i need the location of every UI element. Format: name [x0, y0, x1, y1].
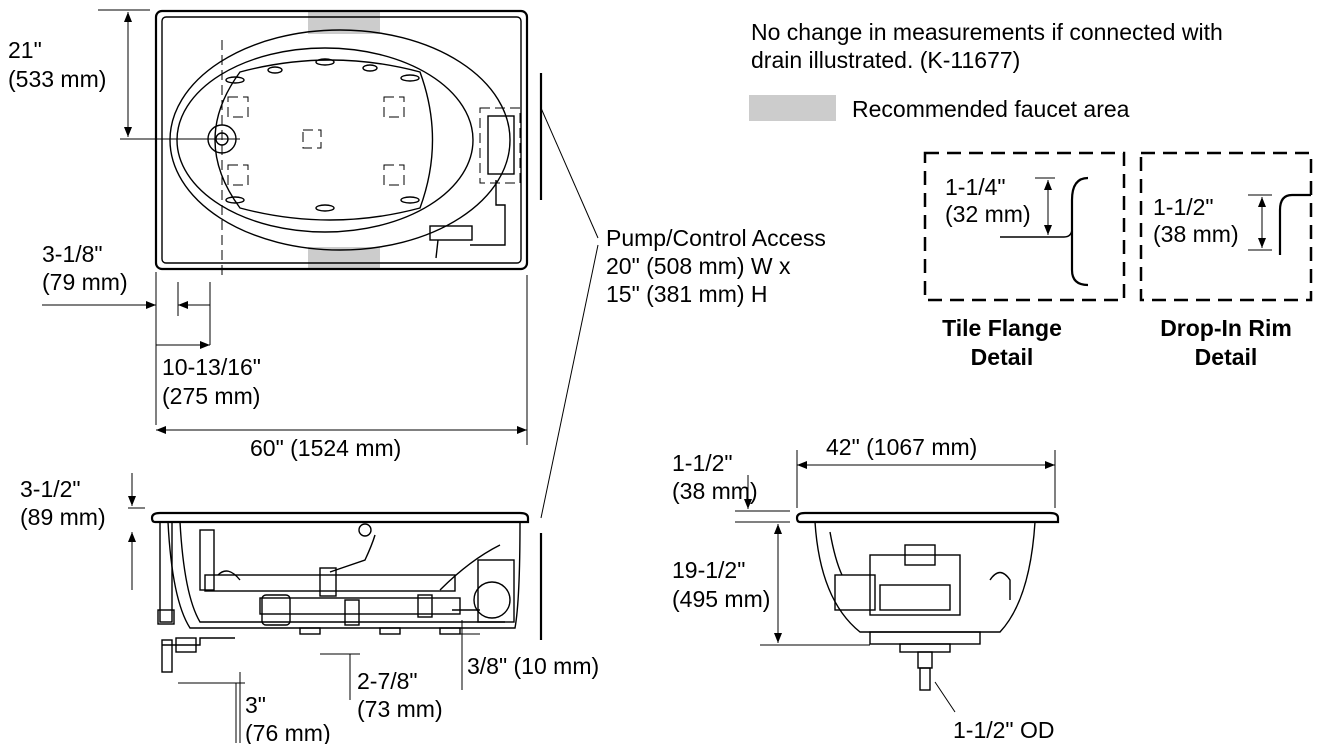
notes: No change in measurements if connected w…: [749, 19, 1223, 122]
side-outlet-in: 2-7/8": [357, 668, 418, 694]
pump-access-callout: Pump/Control Access 20" (508 mm) W x 15"…: [539, 73, 826, 640]
end-view: 42" (1067 mm) 1-1/2" (38 mm) 19-1/2" (49…: [672, 434, 1060, 743]
note-line2: drain illustrated. (K-11677): [751, 47, 1020, 73]
side-view: 3-1/2" (89 mm) 3" (76 mm) 2-7/8" (73 mm)…: [20, 473, 599, 744]
side-rim: [150, 511, 530, 524]
drop-in-rim-detail: 1-1/2" (38 mm) Drop-In Rim Detail: [1139, 151, 1313, 370]
tile-flange-detail: 1-1/4" (32 mm) Tile Flange Detail: [923, 151, 1126, 370]
plan-view: 21" (533 mm) 3-1/8" (79 mm) 10-13/16" (2…: [8, 9, 529, 461]
side-rim-in: 3-1/2": [20, 476, 81, 502]
end-rim-mm: (38 mm): [672, 478, 758, 504]
drain-center-in: 10-13/16": [162, 354, 261, 380]
pump-access-line2: 20" (508 mm) W x: [606, 253, 791, 279]
side-drain-mm: (76 mm): [245, 720, 331, 744]
pump-access-line1: Pump/Control Access: [606, 225, 826, 251]
end-drain-od: 1-1/2" OD: [953, 717, 1054, 743]
drain-offset-mm: (79 mm): [42, 269, 128, 295]
side-rim-mm: (89 mm): [20, 504, 106, 530]
drop-in-dim-mm: (38 mm): [1153, 221, 1239, 247]
drain-offset-in: 3-1/8": [42, 241, 103, 267]
tile-flange-title-1: Tile Flange: [942, 315, 1062, 341]
plan-depth-in: 21": [8, 37, 42, 63]
side-feet: [299, 627, 461, 635]
pump-access-line3: 15" (381 mm) H: [606, 281, 768, 307]
whirlpool-jets: [225, 58, 420, 212]
faucet-area-legend: Recommended faucet area: [852, 96, 1130, 122]
side-outlet-mm: (73 mm): [357, 696, 443, 722]
pump-plan: [429, 107, 521, 259]
side-drain-in: 3": [245, 692, 266, 718]
tub-basin-floor: [214, 59, 434, 221]
drain-center-mm: (275 mm): [162, 383, 260, 409]
end-shell: [814, 521, 1036, 633]
overall-length: 60" (1524 mm): [250, 435, 401, 461]
end-rim: [795, 511, 1060, 524]
tub-outline-outer: [154, 9, 529, 271]
faucet-area-swatch: [749, 95, 836, 121]
tile-flange-dim-mm: (32 mm): [945, 201, 1031, 227]
hidden-jet-housings: [227, 96, 405, 186]
tub-outline-inner: [161, 16, 522, 264]
end-height-in: 19-1/2": [672, 557, 745, 583]
side-feet-dim: 3/8" (10 mm): [467, 653, 599, 679]
side-drain: [157, 521, 235, 673]
side-piping: [199, 523, 515, 626]
end-width: 42" (1067 mm): [826, 434, 977, 460]
drop-in-title-2: Detail: [1195, 344, 1258, 370]
tub-basin-mid: [176, 47, 474, 233]
note-line1: No change in measurements if connected w…: [751, 19, 1223, 45]
plan-depth-mm: (533 mm): [8, 66, 106, 92]
drop-in-dim-in: 1-1/2": [1153, 194, 1214, 220]
drop-in-title-1: Drop-In Rim: [1160, 315, 1292, 341]
end-pump-assembly: [829, 531, 1011, 691]
end-rim-in: 1-1/2": [672, 450, 733, 476]
end-height-mm: (495 mm): [672, 586, 770, 612]
tile-flange-dim-in: 1-1/4": [945, 174, 1006, 200]
tub-basin-outer: [169, 29, 511, 251]
tile-flange-title-2: Detail: [971, 344, 1034, 370]
